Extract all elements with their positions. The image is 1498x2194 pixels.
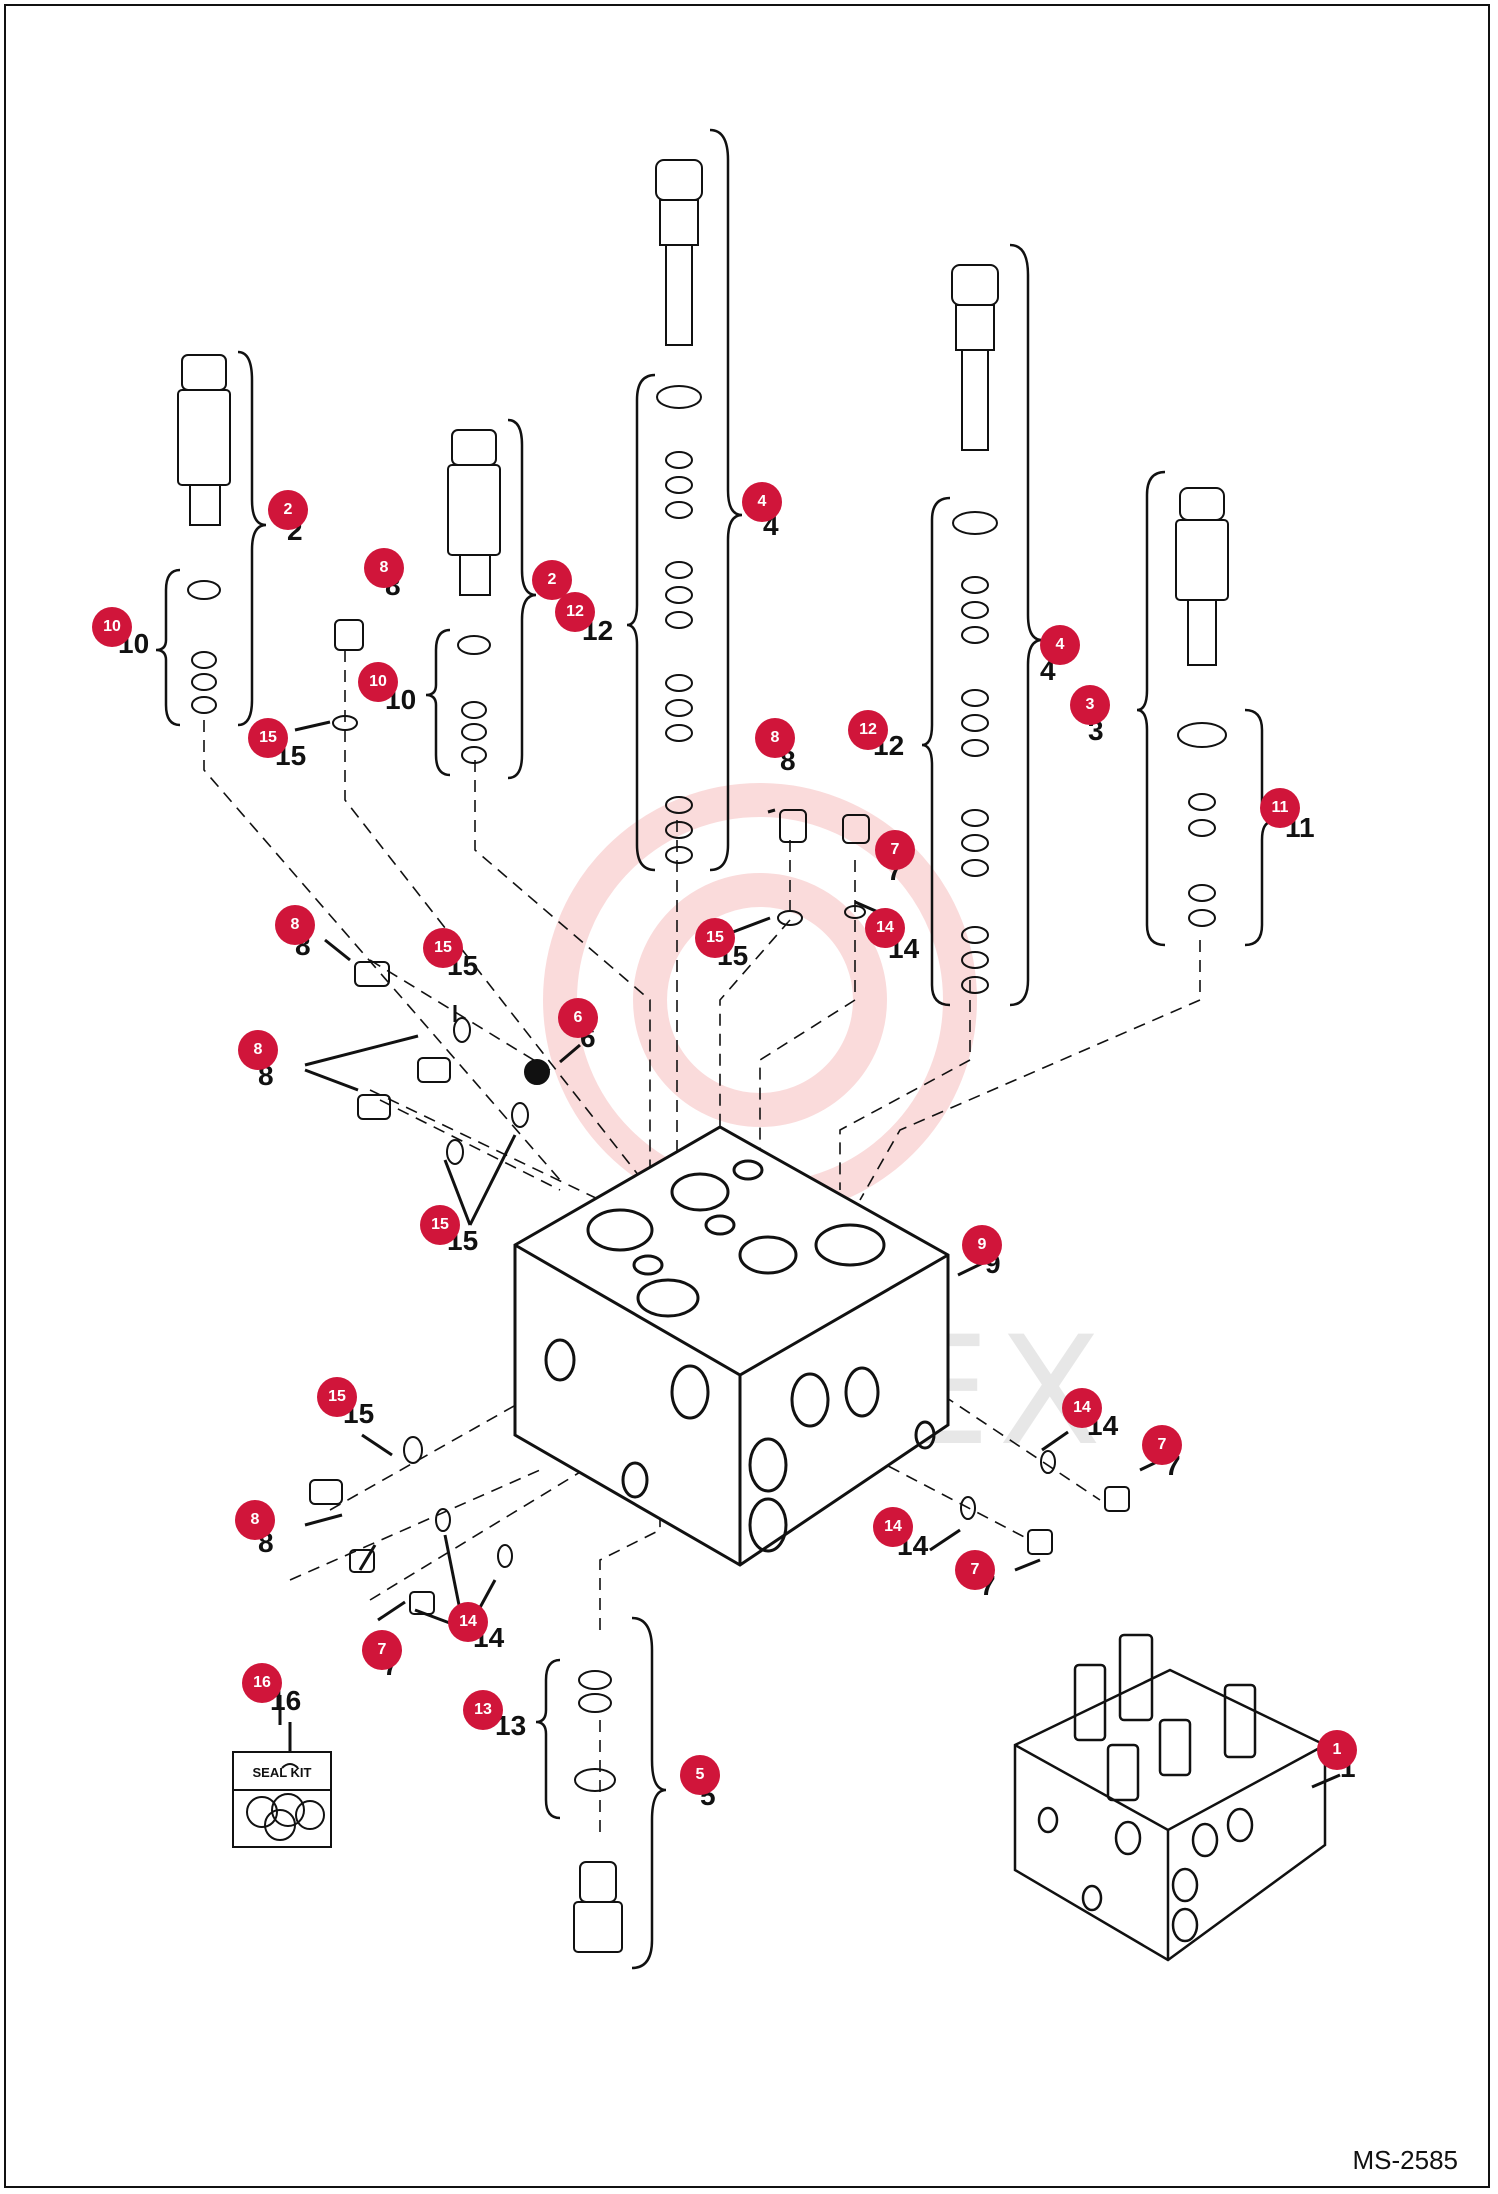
assembled-block-thumbnail bbox=[1013, 1633, 1327, 1962]
callout-8[interactable]: 8 bbox=[238, 1030, 278, 1070]
solenoid-cartridge-right bbox=[951, 264, 999, 994]
callout-10[interactable]: 10 bbox=[358, 662, 398, 702]
seal-kit-icon bbox=[232, 1751, 332, 1848]
callout-14[interactable]: 14 bbox=[1062, 1388, 1102, 1428]
callout-4[interactable]: 4 bbox=[742, 482, 782, 522]
callout-15[interactable]: 15 bbox=[420, 1205, 460, 1245]
callout-15[interactable]: 15 bbox=[695, 918, 735, 958]
callout-12[interactable]: 12 bbox=[848, 710, 888, 750]
callout-7[interactable]: 7 bbox=[875, 830, 915, 870]
drawing-number: MS-2585 bbox=[1352, 2145, 1459, 2175]
callout-8[interactable]: 8 bbox=[235, 1500, 275, 1540]
cartridge-valve-right bbox=[1175, 487, 1229, 927]
leader-lines bbox=[278, 720, 1341, 1789]
solenoid-cartridge-center bbox=[655, 159, 703, 864]
callout-14[interactable]: 14 bbox=[865, 908, 905, 948]
callout-14[interactable]: 14 bbox=[873, 1507, 913, 1547]
callout-11[interactable]: 11 bbox=[1260, 788, 1300, 828]
callout-14[interactable]: 14 bbox=[448, 1602, 488, 1642]
callout-1[interactable]: 1 bbox=[1317, 1730, 1357, 1770]
cartridge-valve-center-left bbox=[447, 429, 501, 764]
diagram-border bbox=[4, 4, 1490, 2188]
callout-8[interactable]: 8 bbox=[364, 548, 404, 588]
callout-7[interactable]: 7 bbox=[362, 1630, 402, 1670]
valve-block bbox=[513, 1125, 950, 1567]
callout-15[interactable]: 15 bbox=[317, 1377, 357, 1417]
callout-10[interactable]: 10 bbox=[92, 607, 132, 647]
callout-12[interactable]: 12 bbox=[555, 592, 595, 632]
callout-8[interactable]: 8 bbox=[755, 718, 795, 758]
callout-15[interactable]: 15 bbox=[423, 928, 463, 968]
cartridge-valve-left bbox=[177, 354, 231, 714]
callout-9[interactable]: 9 bbox=[962, 1225, 1002, 1265]
callout-16[interactable]: 16 bbox=[242, 1663, 282, 1703]
callout-13[interactable]: 13 bbox=[463, 1690, 503, 1730]
callout-15[interactable]: 15 bbox=[248, 718, 288, 758]
callout-2[interactable]: 2 bbox=[268, 490, 308, 530]
seal-kit-label: SEAL KIT bbox=[252, 1765, 312, 1780]
callout-6[interactable]: 6 bbox=[558, 998, 598, 1038]
bottom-cartridge bbox=[573, 1670, 623, 1953]
bracket-lines bbox=[155, 128, 1273, 1970]
callout-3[interactable]: 3 bbox=[1070, 685, 1110, 725]
plugs-and-orings bbox=[309, 619, 1130, 1615]
callout-4[interactable]: 4 bbox=[1040, 625, 1080, 665]
assembly-centerlines bbox=[203, 650, 1201, 1840]
callout-7[interactable]: 7 bbox=[955, 1550, 995, 1590]
callout-8[interactable]: 8 bbox=[275, 905, 315, 945]
callout-7[interactable]: 7 bbox=[1142, 1425, 1182, 1465]
callout-5[interactable]: 5 bbox=[680, 1755, 720, 1795]
